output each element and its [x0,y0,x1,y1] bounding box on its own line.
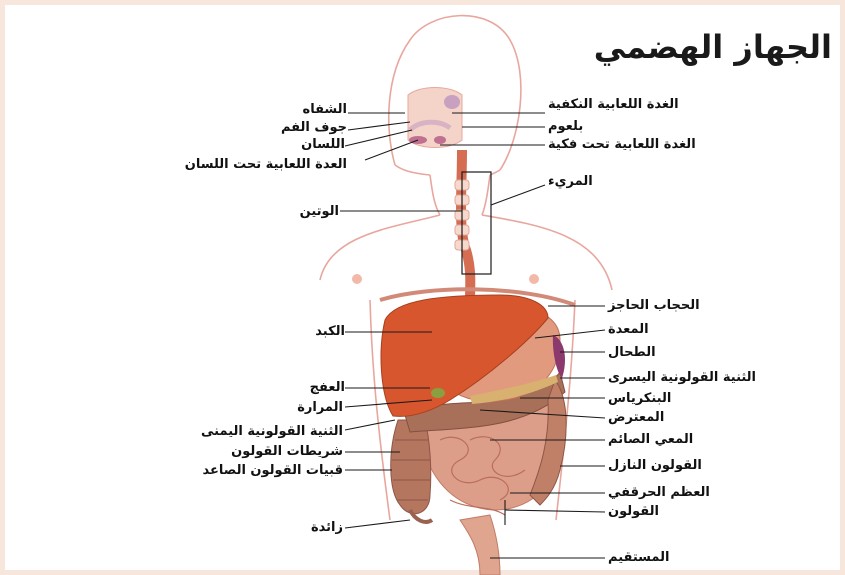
mouth-region [408,88,462,148]
label-duodenum: العفج [310,380,345,396]
nipple-left [352,274,362,284]
label-ascending-colon-haustra: قبيات القولون الصاعد [202,463,343,479]
label-stomach: المعدة [608,322,649,338]
label-trachea: الوتين [300,204,339,220]
label-pharynx: بلعوم [548,119,583,135]
label-pancreas: البنكرياس [608,391,671,407]
label-right-colic-flexure: الثنية القولونية اليمنى [201,424,343,440]
label-jejunum: المعي الصائم [608,432,693,448]
label-taeniae-coli: شريطات القولون [231,444,343,460]
label-lips: الشفاه [303,102,347,118]
label-ilium: العظم الحرقفي [608,485,710,501]
label-parotid-gland: الغدة اللعابية النكفية [548,97,679,113]
rectum [460,515,500,575]
label-descending-colon: القولون النازل [608,458,702,474]
label-appendix: زائدة [311,520,343,536]
gallbladder [431,388,445,398]
spleen [553,335,565,378]
label-esophagus: المريء [548,174,593,190]
label-colon: القولون [608,504,659,520]
label-spleen: الطحال [608,345,656,361]
label-left-colic-flexure: الثنية القولونية اليسرى [608,370,756,386]
diagram-title: الجهاز الهضمي [598,28,832,66]
label-rectum: المستقيم [608,550,669,566]
label-gallbladder: المرارة [297,400,343,416]
label-liver: الكبد [315,324,345,340]
label-transverse-colon: المعترض [608,410,664,426]
label-tongue: اللسان [301,137,345,153]
label-oral-cavity: جوف الفم [281,120,347,136]
nipple-right [529,274,539,284]
label-diaphragm: الحجاب الحاجز [608,298,700,314]
label-sublingual-gland: العدة اللعابية تحت اللسان [185,157,347,173]
label-submandibular-gland: الغدة اللعابية تحت فكية [548,137,696,153]
